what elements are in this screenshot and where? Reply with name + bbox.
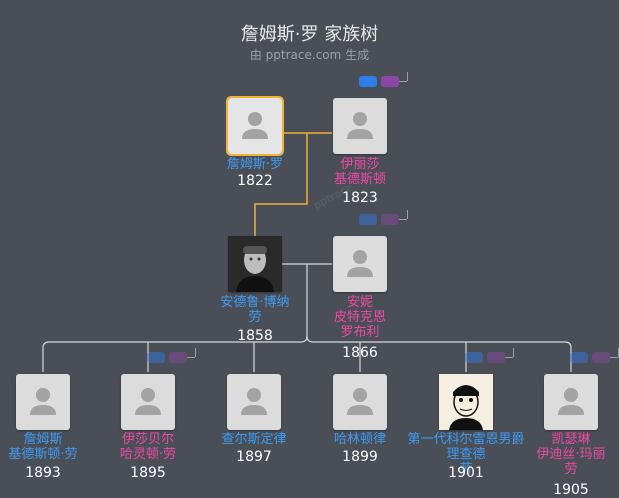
blue-tag-icon[interactable] (570, 352, 588, 363)
person-name[interactable]: 伊莎贝尔 哈灵顿·劳 (119, 432, 177, 462)
person-name[interactable]: 安妮 皮特克恩 罗布利 (333, 295, 386, 340)
person-birth-year: 1897 (236, 449, 272, 465)
tag-connector (195, 348, 196, 357)
person-birth-year: 1893 (25, 465, 61, 481)
avatar-placeholder-icon[interactable] (333, 236, 387, 292)
avatar-placeholder-icon[interactable] (333, 374, 387, 430)
purple-tag-icon[interactable] (592, 352, 610, 363)
person-birth-year: 1822 (237, 173, 273, 189)
person-birth-year: 1866 (342, 345, 378, 361)
avatar-placeholder-icon[interactable] (544, 374, 598, 430)
purple-tag-icon[interactable] (487, 352, 505, 363)
page-title: 詹姆斯·罗 家族树 (240, 24, 379, 45)
person-birth-year: 1823 (342, 190, 378, 206)
person-name[interactable]: 伊丽莎 基德斯顿 (333, 157, 386, 187)
purple-tag-icon[interactable] (381, 214, 399, 225)
tag-connector (187, 357, 195, 358)
tag-connector (407, 210, 408, 219)
page-subtitle: 由 pptrace.com 生成 (249, 48, 370, 62)
person-name[interactable]: 詹姆斯 基德斯顿·劳 (8, 432, 78, 462)
person-birth-year: 1901 (448, 465, 484, 481)
person-name[interactable]: 詹姆斯·罗 (226, 157, 284, 172)
person-photo[interactable] (439, 374, 493, 430)
purple-tag-icon[interactable] (381, 76, 399, 87)
tag-connector (513, 348, 514, 357)
tag-connector (505, 357, 513, 358)
person-name[interactable]: 哈林顿律 (333, 432, 386, 447)
person-name[interactable]: 安德鲁·博纳 劳 (220, 295, 290, 325)
person-name[interactable]: 查尔斯定律 (221, 432, 287, 447)
person-birth-year: 1858 (237, 328, 273, 344)
tag-connector (407, 72, 408, 81)
person-name[interactable]: 第一代科尔雷恩男爵理查德 劳 (407, 432, 525, 477)
child-line (254, 133, 308, 236)
avatar-placeholder-icon[interactable] (121, 374, 175, 430)
avatar-placeholder-icon[interactable] (333, 98, 387, 154)
tag-connector (399, 219, 407, 220)
blue-tag-icon[interactable] (147, 352, 165, 363)
tag-connector (610, 357, 618, 358)
blue-tag-icon[interactable] (465, 352, 483, 363)
blue-tag-icon[interactable] (359, 214, 377, 225)
children-bus-line (42, 335, 572, 372)
person-name[interactable]: 凯瑟琳 伊迪丝·玛丽 劳 (536, 432, 606, 477)
purple-tag-icon[interactable] (169, 352, 187, 363)
person-birth-year: 1895 (130, 465, 166, 481)
blue-tag-icon[interactable] (359, 76, 377, 87)
tag-connector (399, 81, 407, 82)
person-birth-year: 1905 (553, 482, 589, 498)
person-birth-year: 1899 (342, 449, 378, 465)
person-photo[interactable] (228, 236, 282, 292)
avatar-placeholder-icon[interactable] (226, 96, 284, 156)
avatar-placeholder-icon[interactable] (16, 374, 70, 430)
avatar-placeholder-icon[interactable] (227, 374, 281, 430)
